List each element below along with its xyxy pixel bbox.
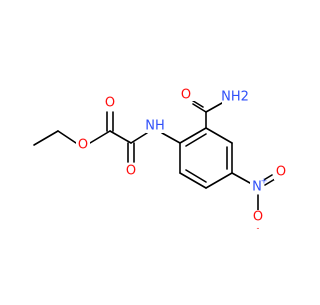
bond-c-nh: [130, 132, 148, 144]
bond-o-c-ester: [89, 130, 111, 144]
molecule-svg: O O O NH O NH2 N + O O -: [33, 86, 288, 233]
molecule-structure-diagram: O O O NH O NH2 N + O O -: [33, 86, 288, 233]
ring-bond-2-3: [205, 127, 233, 144]
ring-double-5-6: [185, 169, 207, 183]
nitro-bottom-oxygen-label: O: [253, 210, 263, 225]
ring-bond-5-6: [179, 172, 207, 189]
bond-c-c-oxalyl: [109, 130, 132, 144]
carboxamide-nh2-label: NH2: [221, 90, 249, 105]
nitro-nitrogen-label: N: [252, 180, 262, 195]
bond-ch3-ch2: [33, 130, 59, 146]
ester-ether-oxygen-label: O: [78, 138, 88, 153]
atom-label-layer: O O O NH O NH2 N + O O -: [76, 86, 288, 233]
ring-bond-4-5: [205, 172, 233, 189]
bond-nitro-o-top-2: [264, 178, 276, 186]
amine-nh-label: NH: [145, 119, 165, 134]
oxo-oxygen-label: O: [126, 164, 136, 179]
bond-carboxamide-n: [205, 102, 223, 113]
ester-carbonyl-oxygen-label: O: [105, 96, 115, 111]
bond-nh-ring: [161, 132, 181, 144]
bond-carboxamide-o-1: [192, 103, 207, 113]
ring-double-1-2: [185, 133, 207, 147]
bond-ch2-o: [57, 130, 77, 144]
nitro-top-oxygen-label: O: [276, 165, 286, 180]
nitro-positive-charge-label: +: [261, 177, 268, 186]
bond-ring-nitro: [231, 172, 251, 184]
ring-bond-1-2: [179, 127, 207, 144]
bond-layer: [33, 98, 276, 211]
carboxamide-oxygen-label: O: [181, 88, 191, 103]
nitro-negative-charge-label: -: [257, 224, 260, 233]
